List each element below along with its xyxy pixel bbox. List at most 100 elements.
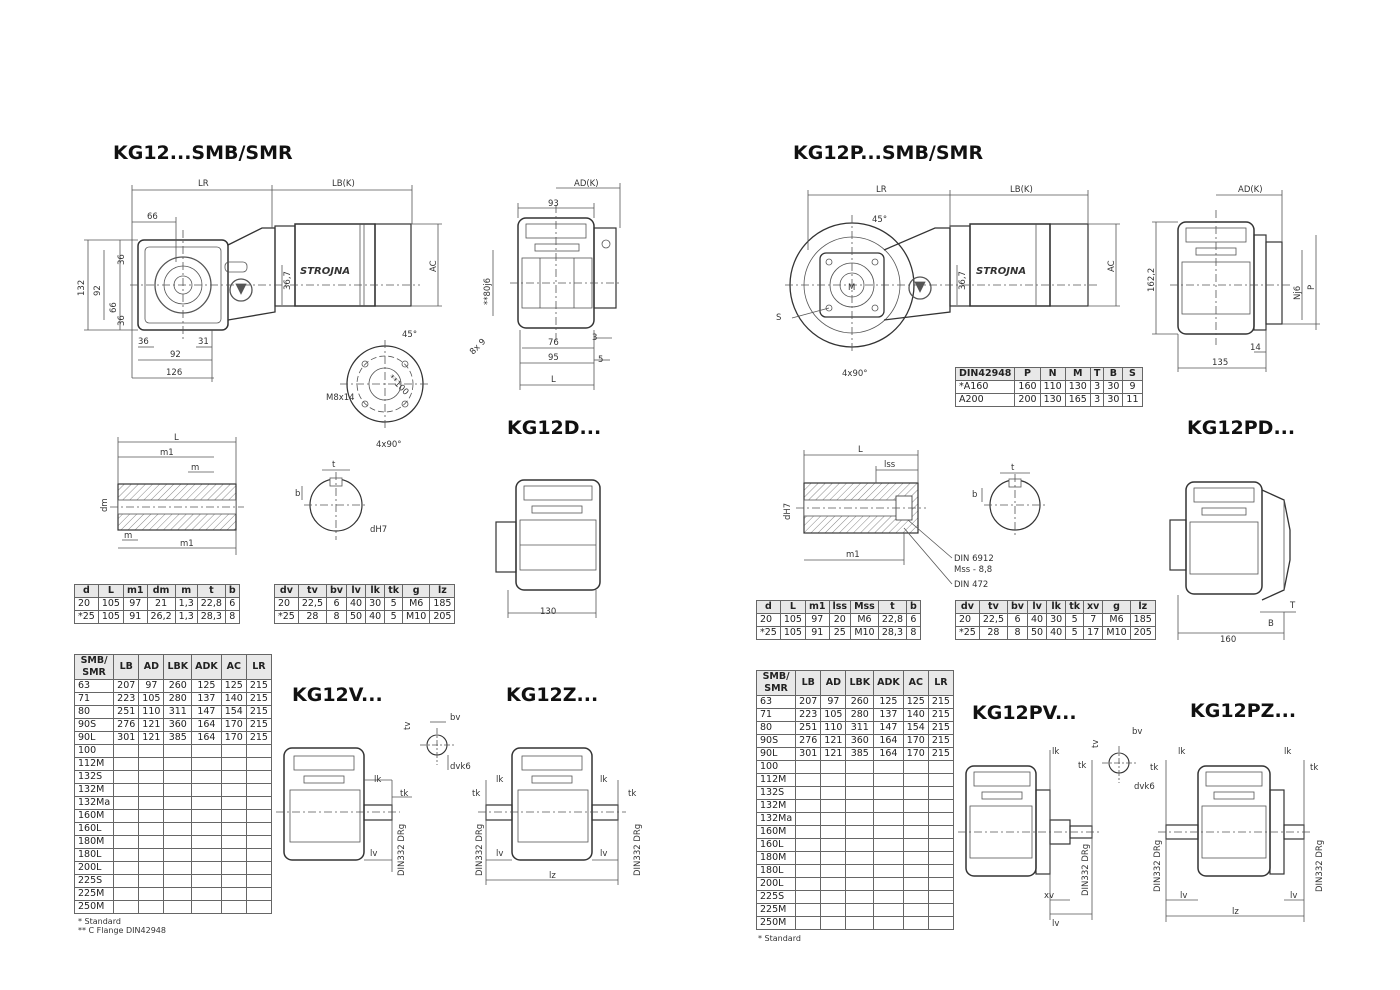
svg-text:36,7: 36,7: [283, 271, 293, 290]
table-cell: 30: [1103, 380, 1124, 394]
svg-text:tv: tv: [1091, 740, 1101, 748]
svg-text:**80j6: **80j6: [483, 278, 493, 305]
dim-lbk: LB(K): [332, 179, 355, 189]
table-header-cell: tk: [384, 584, 404, 598]
table-cell: 251: [795, 721, 822, 735]
table-cell: 137: [191, 692, 222, 706]
table-cell: [138, 757, 165, 771]
svg-text:DIN332 DRg: DIN332 DRg: [1315, 840, 1325, 892]
table-cell: 80: [755, 721, 797, 735]
table-cell: [138, 900, 165, 914]
svg-text:M8x14: M8x14: [326, 393, 355, 403]
table-header-cell: bv: [326, 584, 347, 598]
table-cell: 105: [97, 597, 124, 611]
table-row: 132S: [73, 770, 272, 784]
table-header-cell: g: [1102, 600, 1131, 614]
table-cell: 90S: [755, 734, 797, 748]
table-cell: 22,5: [978, 613, 1009, 627]
svg-text:b: b: [295, 489, 300, 499]
table-cell: [927, 903, 954, 917]
table-cell: [845, 916, 875, 930]
table-cell: [902, 825, 929, 839]
table-cell: 276: [795, 734, 822, 748]
table-cell: [873, 812, 904, 826]
table-header-cell: m1: [122, 584, 148, 598]
svg-text:L: L: [174, 433, 179, 443]
svg-text:160: 160: [1220, 635, 1236, 645]
table-cell: [163, 835, 193, 849]
table-cell: 97: [122, 597, 148, 611]
table-cell: [873, 851, 904, 865]
table-cell: [927, 760, 954, 774]
svg-text:bv: bv: [450, 713, 460, 723]
table-cell: [163, 887, 193, 901]
table-cell: [245, 822, 272, 836]
kg12-keyway-detail: [301, 469, 368, 540]
svg-text:lk: lk: [600, 775, 607, 785]
table-cell: [902, 799, 929, 813]
svg-text:135: 135: [1212, 358, 1228, 368]
svg-text:tk: tk: [628, 789, 636, 799]
table-row: 112M: [755, 773, 954, 787]
table-cell: [820, 773, 847, 787]
table-header-cell: lk: [365, 584, 386, 598]
table-row: 160L: [73, 822, 272, 836]
table-cell: [795, 877, 822, 891]
left-note-c-flange: ** C Flange DIN42948: [78, 926, 166, 935]
table-cell: 147: [191, 705, 222, 719]
svg-text:DIN332 DRg: DIN332 DRg: [397, 824, 407, 876]
table-cell: 164: [191, 718, 222, 732]
table-cell: [820, 825, 847, 839]
table-cell: 225S: [755, 890, 797, 904]
table-cell: 251: [113, 705, 140, 719]
svg-text:m1: m1: [846, 550, 860, 560]
svg-text:92: 92: [93, 285, 103, 296]
svg-text:L: L: [858, 445, 863, 455]
table-cell: 30: [1046, 613, 1067, 627]
kg12v-view: [276, 721, 455, 872]
table-cell: 5: [384, 610, 404, 624]
table-cell: [902, 812, 929, 826]
table-cell: 40: [1026, 613, 1048, 627]
table-cell: [220, 783, 247, 797]
svg-text:lz: lz: [549, 871, 556, 881]
kg12pz-view: [1158, 760, 1312, 922]
table-cell: [245, 796, 272, 810]
svg-text:**100: **100: [386, 373, 411, 398]
table-header-cell: T: [1089, 367, 1105, 381]
table-cell: 21: [146, 597, 176, 611]
table-cell: 9: [1122, 380, 1143, 394]
table-cell: 225M: [73, 887, 115, 901]
table-cell: 200: [1014, 393, 1041, 407]
table-cell: 5: [384, 597, 404, 611]
table-cell: 22,8: [196, 597, 226, 611]
title-kg12-smb-smr: KG12...SMB/SMR: [113, 142, 293, 164]
table-cell: 215: [245, 718, 272, 732]
table-cell: [873, 903, 904, 917]
table-cell: [902, 864, 929, 878]
table-cell: [795, 864, 822, 878]
table-cell: 132Ma: [73, 796, 115, 810]
svg-text:m1: m1: [160, 448, 174, 458]
table-header-cell: ADK: [191, 654, 222, 680]
table-cell: 30: [365, 597, 386, 611]
table-cell: 164: [873, 747, 904, 761]
table-row: 100: [755, 760, 954, 774]
table-cell: 260: [845, 695, 875, 709]
table-cell: 20: [756, 613, 781, 627]
table-header-cell: tv: [978, 600, 1009, 614]
svg-text:LB(K): LB(K): [1010, 185, 1033, 195]
table-cell: [163, 770, 193, 784]
svg-text:lk: lk: [374, 775, 381, 785]
svg-text:dm: dm: [100, 498, 110, 512]
table-cell: [873, 864, 904, 878]
table-cell: [845, 799, 875, 813]
svg-text:B: B: [1268, 619, 1274, 629]
